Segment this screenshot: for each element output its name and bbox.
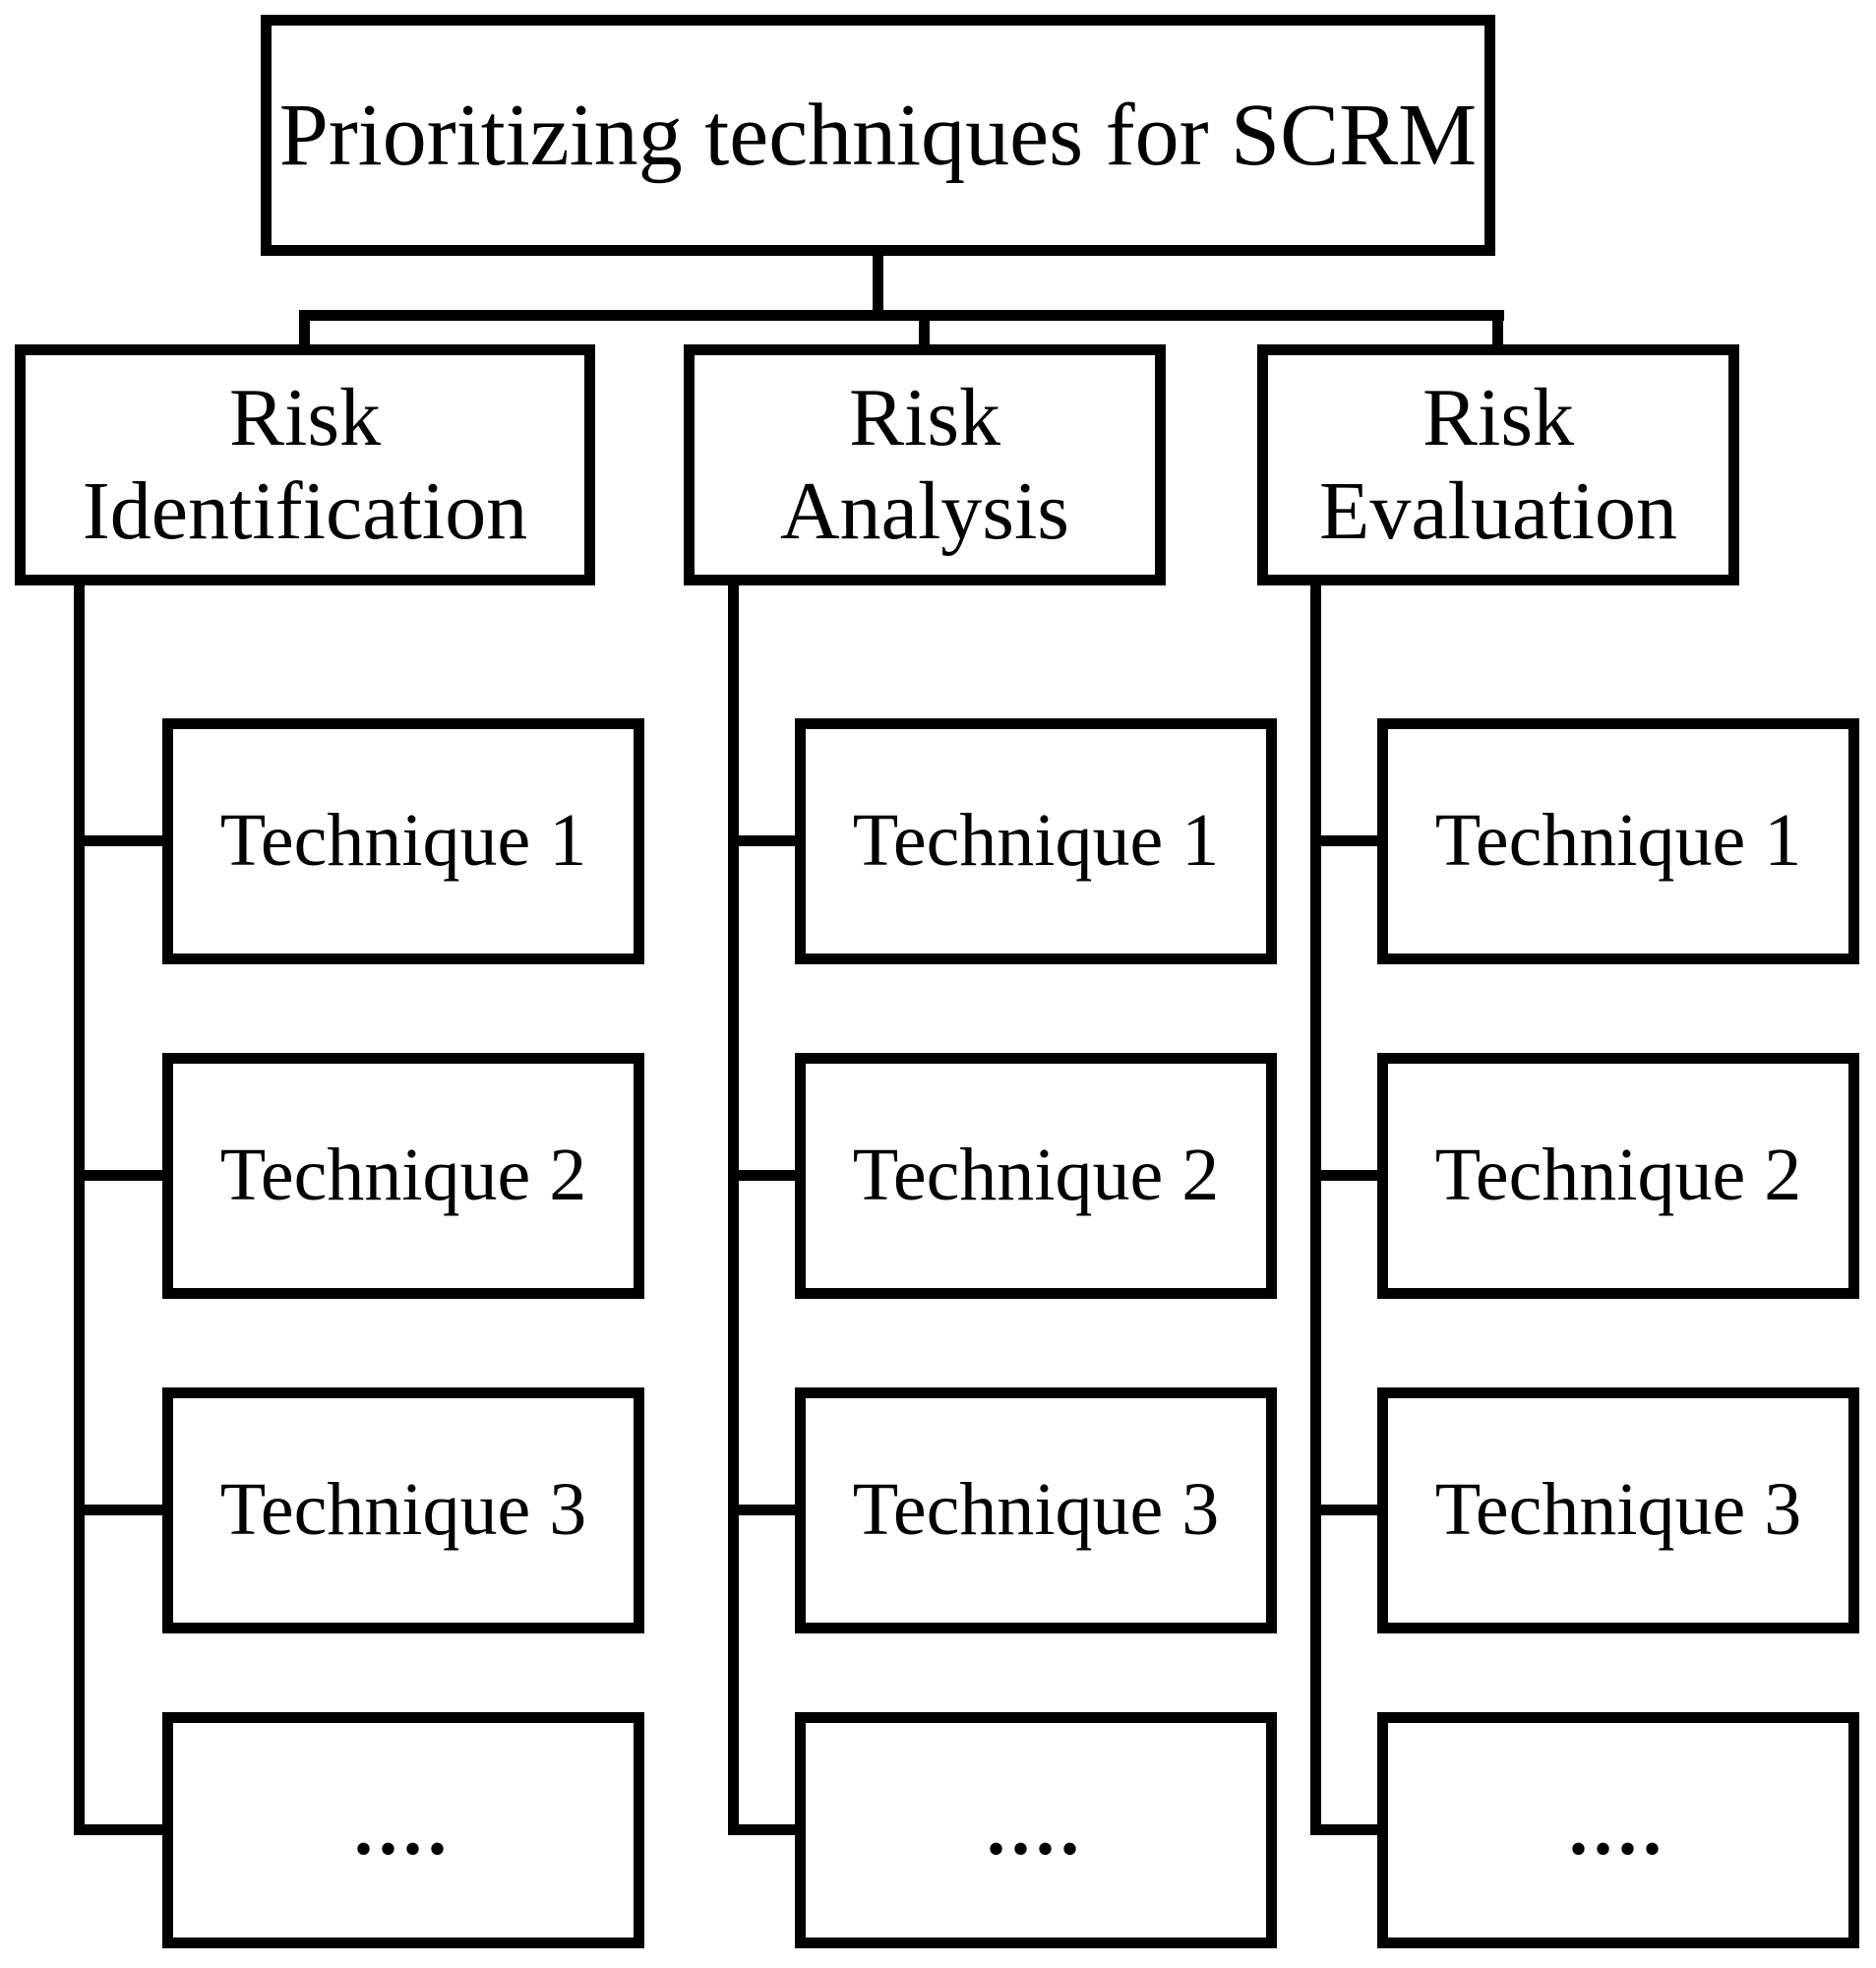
connector-stub-risk-analysis-1 [728, 835, 817, 846]
technique-box-risk-identification-1: Technique 1 [162, 718, 644, 964]
connector-stub-risk-identification-more [74, 1824, 173, 1835]
category-label-line1: Risk [1422, 371, 1575, 463]
technique-box-risk-identification-3: Technique 3 [162, 1387, 644, 1633]
category-label-line1: Risk [848, 371, 1001, 463]
technique-box-risk-analysis-3: Technique 3 [795, 1387, 1277, 1633]
category-label-line2: Evaluation [1319, 464, 1677, 557]
category-box-risk-analysis: Risk Analysis [684, 344, 1166, 585]
connector-stub-risk-evaluation-more [1310, 1824, 1389, 1835]
technique-label: Technique 3 [852, 1468, 1220, 1552]
technique-box-risk-analysis-1: Technique 1 [795, 718, 1277, 964]
technique-label: Technique 1 [1434, 799, 1802, 883]
connector-root-hline [299, 310, 1504, 321]
connector-stub-risk-identification-3 [74, 1505, 173, 1515]
technique-box-risk-analysis-more: .... [795, 1712, 1277, 1948]
connector-trunk-risk-evaluation [1310, 576, 1321, 1835]
technique-label: Technique 2 [219, 1134, 587, 1217]
connector-stub-risk-evaluation-1 [1310, 835, 1389, 846]
technique-box-risk-evaluation-1: Technique 1 [1377, 718, 1859, 964]
technique-label: Technique 3 [219, 1468, 587, 1552]
connector-drop-risk-analysis [919, 315, 930, 350]
technique-label: Technique 1 [219, 799, 587, 883]
category-box-risk-identification: Risk Identification [15, 344, 595, 585]
technique-label: Technique 3 [1434, 1468, 1802, 1552]
connector-stub-risk-evaluation-3 [1310, 1505, 1389, 1515]
technique-box-risk-evaluation-3: Technique 3 [1377, 1387, 1859, 1633]
category-label-line2: Identification [82, 464, 528, 557]
connector-drop-risk-evaluation [1492, 315, 1503, 350]
connector-trunk-risk-analysis [728, 576, 739, 1835]
technique-box-risk-evaluation-2: Technique 2 [1377, 1053, 1859, 1299]
technique-box-risk-evaluation-more: .... [1377, 1712, 1859, 1948]
connector-stub-risk-analysis-2 [728, 1170, 817, 1181]
connector-stub-risk-evaluation-2 [1310, 1170, 1389, 1181]
technique-label: Technique 1 [852, 799, 1220, 883]
category-label-line2: Analysis [780, 464, 1069, 557]
ellipsis-label: .... [354, 1788, 453, 1872]
root-box: Prioritizing techniques for SCRM [261, 15, 1495, 256]
technique-box-risk-identification-2: Technique 2 [162, 1053, 644, 1299]
connector-root-stub [873, 251, 883, 316]
root-label: Prioritizing techniques for SCRM [278, 86, 1478, 184]
connector-trunk-risk-identification [74, 576, 85, 1835]
connector-stub-risk-identification-2 [74, 1170, 173, 1181]
connector-stub-risk-identification-1 [74, 835, 173, 846]
technique-label: Technique 2 [1434, 1134, 1802, 1217]
technique-box-risk-identification-more: .... [162, 1712, 644, 1948]
technique-box-risk-analysis-2: Technique 2 [795, 1053, 1277, 1299]
category-label-line1: Risk [228, 371, 382, 463]
ellipsis-label: .... [1569, 1788, 1667, 1872]
connector-stub-risk-analysis-more [728, 1824, 817, 1835]
category-box-risk-evaluation: Risk Evaluation [1257, 344, 1739, 585]
technique-label: Technique 2 [852, 1134, 1220, 1217]
connector-stub-risk-analysis-3 [728, 1505, 817, 1515]
ellipsis-label: .... [987, 1788, 1085, 1872]
connector-drop-risk-identification [299, 315, 310, 350]
